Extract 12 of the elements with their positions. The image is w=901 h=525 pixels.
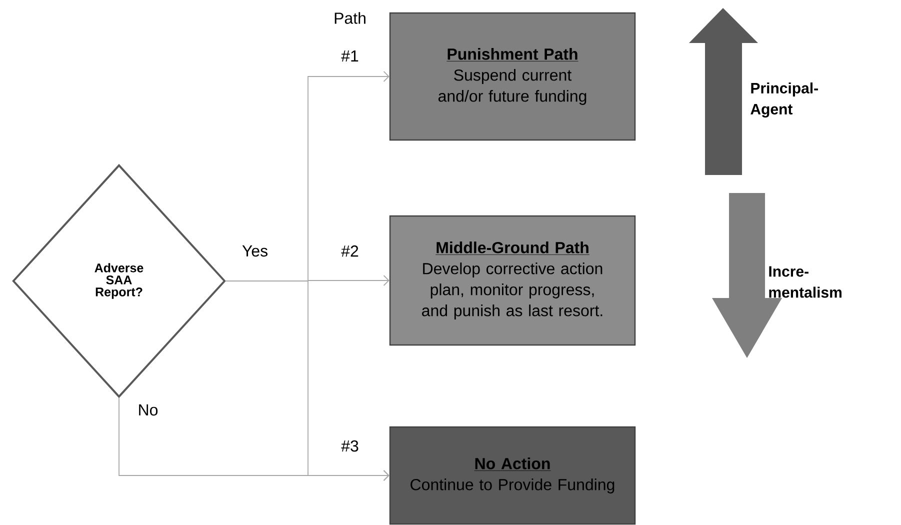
process-box: No Action Continue to Provide Funding	[389, 426, 636, 525]
path-label: #3	[341, 440, 358, 452]
process-box: Punishment Path Suspend current and/or future funding	[389, 12, 636, 141]
path-label: #1	[341, 50, 358, 62]
annotation: Principal-Agent	[750, 82, 818, 118]
annotation: Incre-mentalism	[769, 266, 842, 298]
edge-label: Yes	[240, 244, 270, 258]
edge-label: No	[136, 403, 160, 417]
path-label: #2	[341, 245, 358, 257]
process-box: Middle-Ground Path Develop corrective action plan, monitor progress, and punish as last resort.	[389, 215, 636, 346]
path-label: Path	[334, 12, 366, 24]
connector	[118, 398, 390, 481]
